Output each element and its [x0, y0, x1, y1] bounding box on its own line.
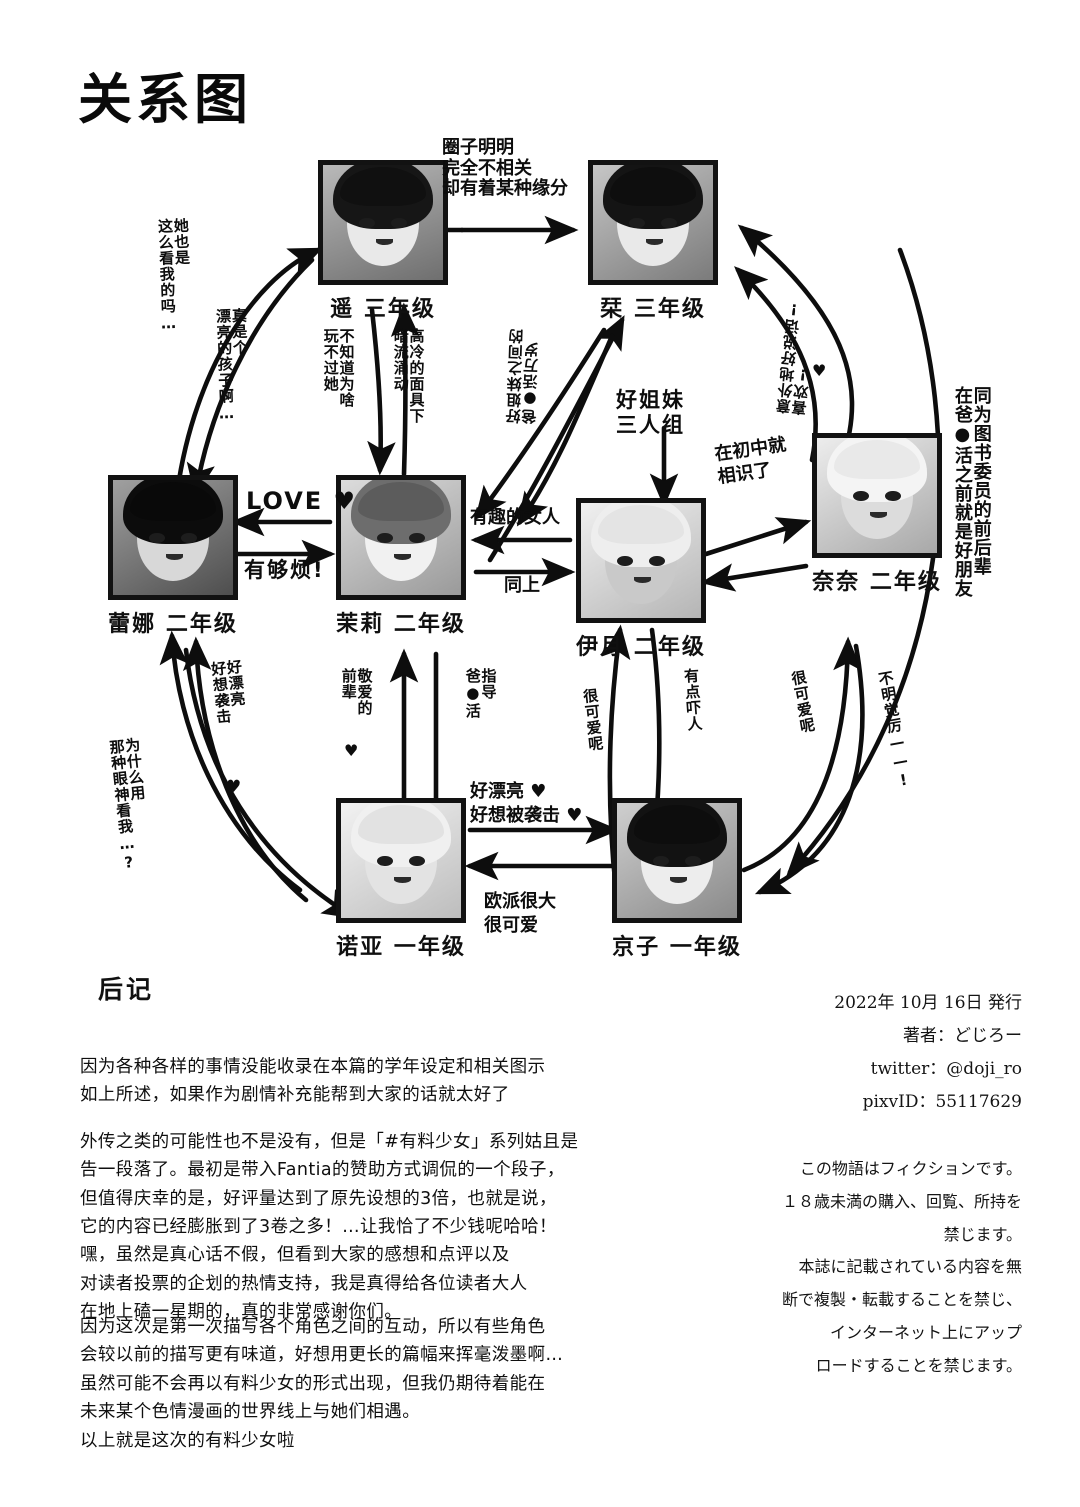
edge-label-library-pair: 同为图书委员的前后辈 在爸●活之前就是好朋友 [951, 386, 992, 598]
legal-notice-block: この物語はフィクションです。 １８歳未満の購入、回覧、所持を 禁じます。 本誌に… [781, 1159, 1022, 1375]
edge-label-noa-kyoko: 好漂亮 ♥ 好想被袭击 ♥ [470, 781, 583, 827]
edge-label-noa-mori: 敬爱的 前辈 [339, 668, 374, 716]
avatar-haruka [318, 160, 448, 285]
afterword-paragraph-4: 以上就是这次的有料少女啦 [80, 1431, 295, 1451]
afterword-paragraph-3: 因为这次是第一次描写各个角色之间的互动，所以有些角色 会较以前的描写更有味道，好… [80, 1317, 564, 1423]
edge-label-kyoko-noa: 欧派很大 很可爱 [484, 891, 556, 937]
edge-label-izuki-mori: 有趣的女人 [470, 507, 560, 528]
avatar-izuki [576, 498, 706, 623]
edge-label-sisters-papa: 好姐妹之间的 爸●活万岁 [504, 327, 541, 425]
character-label-mori: 茉莉 二年级 [336, 612, 466, 637]
edge-label-reina-mori: LOVE ♥ [246, 487, 358, 515]
character-label-nana: 奈奈 二年级 [812, 570, 942, 595]
group-label-sisters-trio: 好姐妹 三人组 [616, 388, 685, 438]
heart-icon-shiori-nana: ♥ [812, 361, 827, 380]
character-node-mori[interactable]: 茉莉 二年级 [336, 475, 466, 638]
heart-icon-love: ♥ [333, 487, 358, 515]
character-node-kyoko[interactable]: 京子 一年级 [612, 798, 742, 961]
footer-section: 后记 因为各种各样的事情没能收录在本篇的学年设定和相关图示 如上所述，如果作为剧… [0, 965, 1080, 1505]
avatar-mori [336, 475, 466, 600]
edge-label-haruka-shiori: 圈子明明 完全不相关 却有着某种缘分 [442, 137, 568, 200]
edge-label-mori-noa: 指导 爸●活 [463, 668, 498, 719]
heart-icon-noa-reina: ♥ [226, 777, 242, 797]
afterword-paragraph-1: 因为各种各样的事情没能收录在本篇的学年设定和相关图示 如上所述，如果作为剧情补充… [80, 1057, 546, 1106]
character-label-reina: 蕾娜 二年级 [108, 612, 238, 637]
character-label-izuki: 伊月 二年级 [576, 635, 706, 660]
relationship-diagram: 遥 三年级 栞 三年级 蕾娜 二年级 [0, 130, 1080, 970]
afterword-heading: 后记 [98, 975, 155, 1004]
avatar-reina [108, 475, 238, 600]
avatar-noa [336, 798, 466, 923]
colophon-block: 2022年 10月 16日 発行 著者：どじろー twitter：@doji_r… [834, 993, 1022, 1113]
character-node-shiori[interactable]: 栞 三年级 [588, 160, 718, 323]
heart-icon-noa-mori: ♥ [344, 741, 359, 760]
character-label-haruka: 遥 三年级 [330, 297, 436, 322]
edge-label-noa-reina-b: 好漂亮 好想袭击 [208, 658, 248, 726]
character-node-noa[interactable]: 诺亚 一年级 [336, 798, 466, 961]
character-label-noa: 诺亚 一年级 [336, 935, 466, 960]
page-title: 关系图 [78, 68, 252, 131]
afterword-paragraph-2: 外传之类的可能性也不是没有，但是「#有料少女」系列姑且是 告一段落了。最初是带入… [80, 1132, 579, 1323]
character-label-kyoko: 京子 一年级 [612, 935, 742, 960]
character-node-izuki[interactable]: 伊月 二年级 [576, 498, 706, 661]
edge-label-reina-haruka: 她也是 这么看我的吗… [155, 217, 192, 334]
character-node-reina[interactable]: 蕾娜 二年级 [108, 475, 238, 638]
edge-label-mori-reina: 有够烦! [244, 558, 325, 582]
character-node-haruka[interactable]: 遥 三年级 [318, 160, 448, 323]
edge-label-mori-izuki: 同上 [504, 575, 540, 596]
avatar-kyoko [612, 798, 742, 923]
character-node-nana[interactable]: 奈奈 二年级 [812, 433, 942, 596]
character-label-shiori: 栞 三年级 [600, 297, 706, 322]
edge-label-haruka-reina: 真是个 漂亮的孩子啊… [213, 307, 250, 424]
edge-label-mori-haruka: 高冷的面具下 暗流涌动 [391, 328, 426, 424]
edge-label-izuki-nana: 在初中就 相识了 [713, 434, 788, 489]
edge-label-izuki-kyoko: 有点吓人 [681, 667, 704, 733]
avatar-nana [812, 433, 942, 558]
avatar-shiori [588, 160, 718, 285]
edge-label-haruka-mori: 不知道为啥 玩不过她 [321, 328, 356, 408]
